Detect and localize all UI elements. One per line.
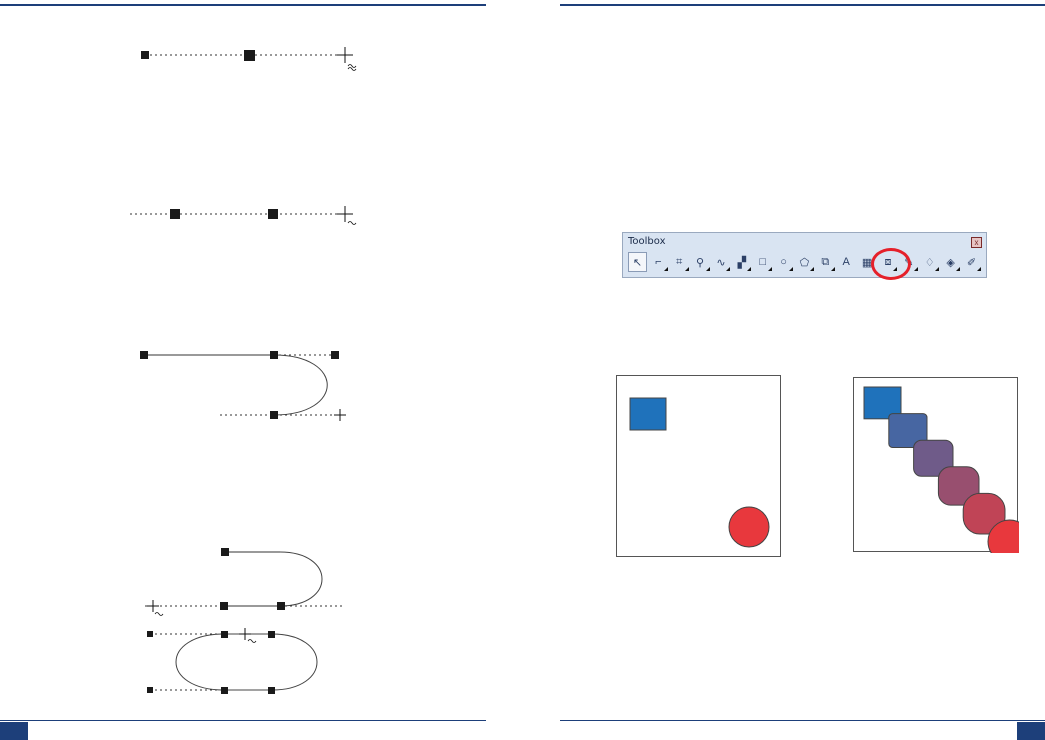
flyout-arrow-icon: [663, 267, 668, 271]
outline-tool-icon[interactable]: ♢: [920, 252, 940, 272]
blend-step-shape: [888, 413, 928, 449]
flyout-arrow-icon: [768, 267, 773, 271]
blend-after-frame: [853, 377, 1032, 564]
bezier-step-5: [147, 628, 318, 694]
fill-tool-icon[interactable]: ◈: [941, 252, 961, 272]
right-page-number-tab: [1017, 722, 1045, 740]
flyout-arrow-icon: [976, 267, 981, 271]
right-bottom-rule: [560, 720, 1045, 721]
right-top-rule: [560, 4, 1045, 6]
control-node: [170, 209, 180, 219]
blend-step-shape: [937, 466, 980, 506]
flyout-arrow-icon: [747, 267, 752, 271]
pen-cursor-icon: [334, 409, 346, 421]
pen-cursor-icon: [147, 600, 164, 616]
flyout-arrow-icon: [726, 267, 731, 271]
interactive-fill-tool-icon[interactable]: ✐: [962, 252, 981, 272]
close-icon[interactable]: x: [971, 237, 982, 248]
text-tool-icon[interactable]: A: [842, 256, 850, 268]
bezier-step-3: [140, 351, 346, 421]
pick-tool-icon[interactable]: ↖: [628, 252, 647, 272]
anchor-node: [141, 51, 149, 59]
flyout-arrow-icon: [914, 267, 919, 271]
blend-step-shape: [913, 439, 954, 477]
bezier-step-2: [130, 206, 357, 225]
control-node: [244, 50, 255, 61]
smart-fill-tool-icon[interactable]: ▞: [732, 252, 752, 272]
end-circle-shape: [728, 506, 770, 548]
bezier-illustrations: [130, 47, 357, 694]
tool-strip: ↖⌐⌗⚲∿▞□○⬠⧉A▦⧈✎♢◈✐: [628, 250, 981, 274]
shape-tool-icon[interactable]: ⌐: [649, 252, 668, 272]
pen-cursor-icon: [337, 47, 357, 71]
table-tool-icon[interactable]: ▦: [861, 256, 873, 269]
pen-cursor-icon: [239, 628, 257, 643]
zoom-tool-icon[interactable]: ⚲: [691, 252, 710, 272]
basic-shapes-tool-icon[interactable]: ⧉: [816, 252, 835, 272]
bezier-step-4: [145, 548, 345, 616]
toolbox-panel: Toolbox x ↖⌐⌗⚲∿▞□○⬠⧉A▦⧈✎♢◈✐: [622, 232, 987, 278]
flyout-arrow-icon: [809, 267, 814, 271]
bezier-step-1: [141, 47, 357, 71]
blend-before-frame: [616, 375, 781, 557]
start-square-shape: [629, 397, 667, 431]
control-node: [268, 209, 278, 219]
right-page: [522, 0, 1045, 740]
flyout-arrow-icon: [935, 267, 940, 271]
left-page: [0, 0, 522, 740]
left-page-number-tab: [0, 722, 28, 740]
left-top-rule: [0, 4, 486, 6]
rectangle-tool-icon[interactable]: □: [753, 252, 773, 272]
blend-step-shape: [962, 492, 1006, 535]
flyout-arrow-icon: [789, 267, 794, 271]
flyout-arrow-icon: [684, 267, 689, 271]
blend-tool-highlight: [871, 248, 911, 280]
flyout-arrow-icon: [830, 267, 835, 271]
left-bottom-rule: [0, 720, 486, 721]
toolbox-title: Toolbox: [628, 236, 666, 247]
pen-cursor-icon: [337, 206, 357, 225]
ellipse-tool-icon[interactable]: ○: [774, 252, 794, 272]
blend-before-canvas: [629, 397, 770, 548]
blend-after-canvas: [863, 386, 1032, 564]
flyout-arrow-icon: [956, 267, 961, 271]
polygon-tool-icon[interactable]: ⬠: [795, 252, 814, 272]
flyout-arrow-icon: [705, 267, 710, 271]
freehand-tool-icon[interactable]: ∿: [712, 252, 731, 272]
crop-tool-icon[interactable]: ⌗: [670, 252, 689, 272]
